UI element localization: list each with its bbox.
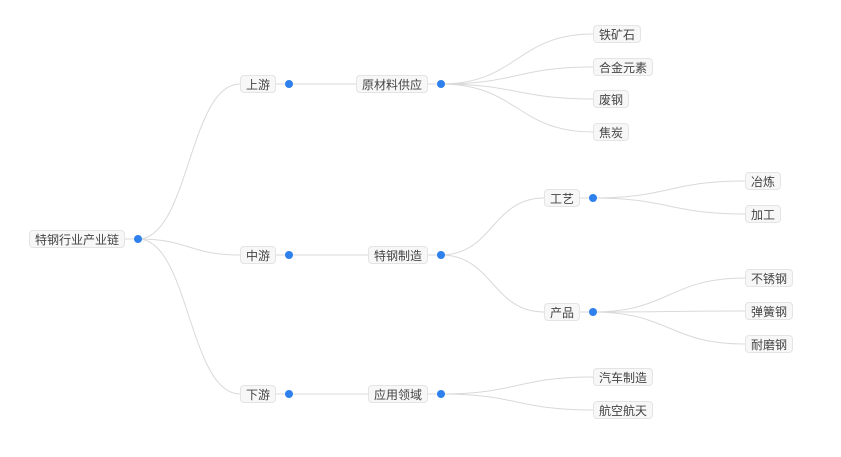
edge xyxy=(137,238,241,256)
expand-dot-icon[interactable] xyxy=(134,235,142,243)
tree-node[interactable]: 应用领域 xyxy=(367,385,428,403)
edge xyxy=(440,83,594,100)
edge xyxy=(440,83,594,133)
expand-dot-icon[interactable] xyxy=(589,308,597,316)
tree-node[interactable]: 中游 xyxy=(239,246,276,264)
tree-leaf[interactable]: 航空航天 xyxy=(593,401,654,419)
edge xyxy=(592,277,746,313)
expand-dot-icon[interactable] xyxy=(285,80,293,88)
edge xyxy=(440,254,545,313)
tree-leaf[interactable]: 冶炼 xyxy=(745,172,782,190)
edge xyxy=(440,66,594,85)
edge xyxy=(440,33,594,85)
tree-node[interactable]: 原材料供应 xyxy=(355,75,428,93)
edge xyxy=(592,180,746,199)
edge xyxy=(440,376,594,395)
tree-node[interactable]: 上游 xyxy=(239,75,276,93)
tree-leaf[interactable]: 合金元素 xyxy=(593,58,654,76)
expand-dot-icon[interactable] xyxy=(437,390,445,398)
edge xyxy=(592,197,746,215)
tree-leaf[interactable]: 加工 xyxy=(745,205,782,223)
tree-node[interactable]: 特钢行业产业链 xyxy=(28,230,125,248)
edge xyxy=(592,311,746,345)
tree-node[interactable]: 特钢制造 xyxy=(367,246,428,264)
edge xyxy=(137,238,241,395)
edge xyxy=(592,310,746,313)
tree-node[interactable]: 下游 xyxy=(239,385,276,403)
tree-leaf[interactable]: 焦炭 xyxy=(593,123,630,141)
tree-leaf[interactable]: 弹簧钢 xyxy=(745,302,794,320)
tree-leaf[interactable]: 耐磨钢 xyxy=(745,335,794,353)
expand-dot-icon[interactable] xyxy=(589,194,597,202)
edge xyxy=(440,197,545,256)
tree-node[interactable]: 产品 xyxy=(543,303,580,321)
expand-dot-icon[interactable] xyxy=(285,390,293,398)
expand-dot-icon[interactable] xyxy=(285,251,293,259)
tree-leaf[interactable]: 不锈钢 xyxy=(745,269,794,287)
tree-node[interactable]: 工艺 xyxy=(543,189,580,207)
tree-leaf[interactable]: 汽车制造 xyxy=(593,368,654,386)
edge xyxy=(440,393,594,411)
expand-dot-icon[interactable] xyxy=(437,251,445,259)
expand-dot-icon[interactable] xyxy=(437,80,445,88)
tree-leaf[interactable]: 铁矿石 xyxy=(593,25,642,43)
edge xyxy=(137,83,241,240)
tree-leaf[interactable]: 废钢 xyxy=(593,90,630,108)
